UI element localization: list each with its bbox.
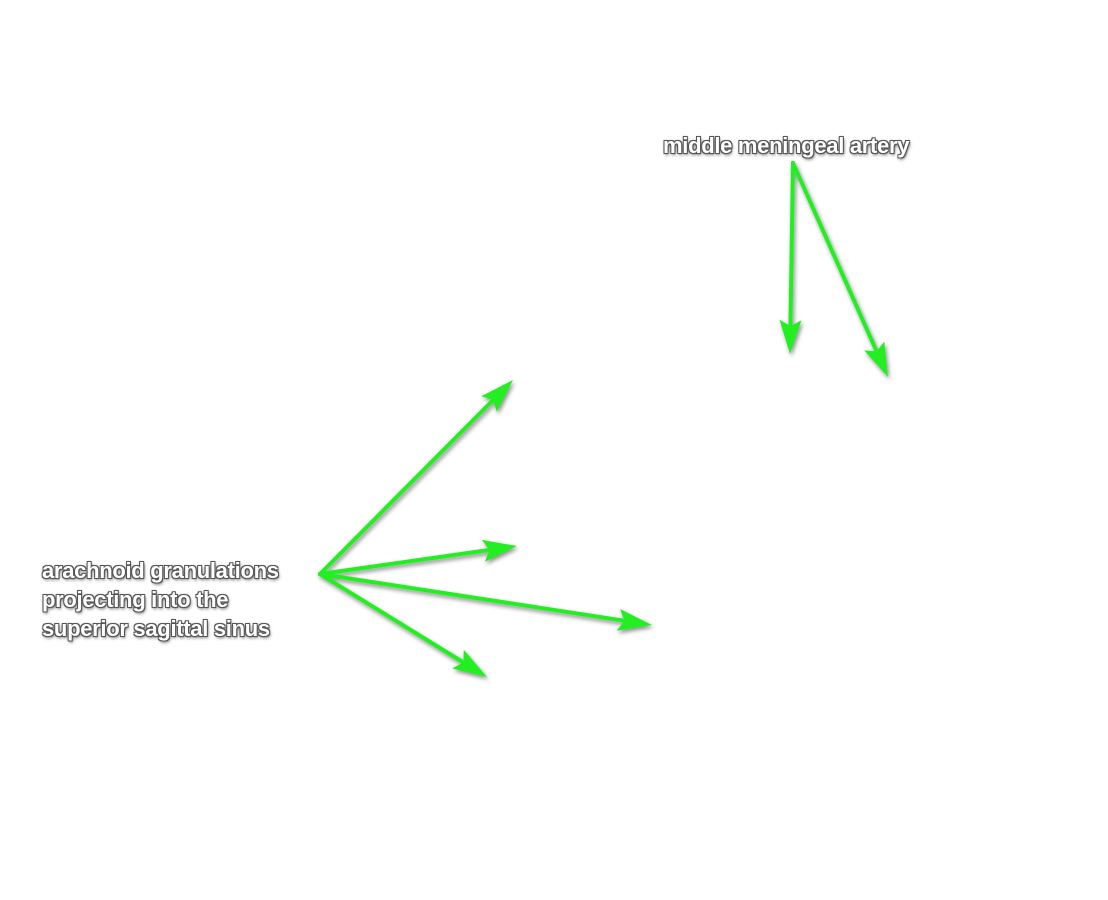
- arrow-arach-1-head: [481, 380, 513, 412]
- arrow-arach-1-shaft: [318, 399, 494, 576]
- arrow-mma-2: [791, 161, 888, 377]
- arrow-arach-2-shaft: [318, 548, 490, 576]
- label-middle-meningeal-artery: middle meningeal artery: [663, 133, 910, 158]
- label-arachnoid-granulations: arachnoid granulations projecting into t…: [42, 556, 279, 643]
- arrow-group: [318, 161, 888, 677]
- arrow-arach-3-head: [616, 609, 652, 631]
- arrow-arach-2-head: [481, 539, 517, 562]
- arrow-arach-3-shaft: [318, 572, 625, 623]
- arrow-mma-1-head: [779, 319, 802, 354]
- arrow-mma-1: [779, 161, 802, 354]
- arrow-mma-2-shaft: [791, 161, 878, 352]
- label-arachnoid-line-1: arachnoid granulations: [42, 558, 279, 583]
- label-arachnoid-line-3: superior sagittal sinus: [42, 616, 270, 641]
- arrow-mma-1-shaft: [788, 161, 795, 327]
- arrow-arach-3: [318, 572, 652, 631]
- arrow-mma-2-head: [864, 341, 888, 377]
- arrow-arach-4-head: [452, 649, 487, 677]
- arrow-arach-1: [318, 380, 513, 576]
- arrow-arach-4-shaft: [318, 572, 464, 664]
- arrow-arach-4: [318, 572, 487, 677]
- arrow-arach-2: [318, 539, 517, 576]
- label-arachnoid-line-2: projecting into the: [42, 587, 229, 612]
